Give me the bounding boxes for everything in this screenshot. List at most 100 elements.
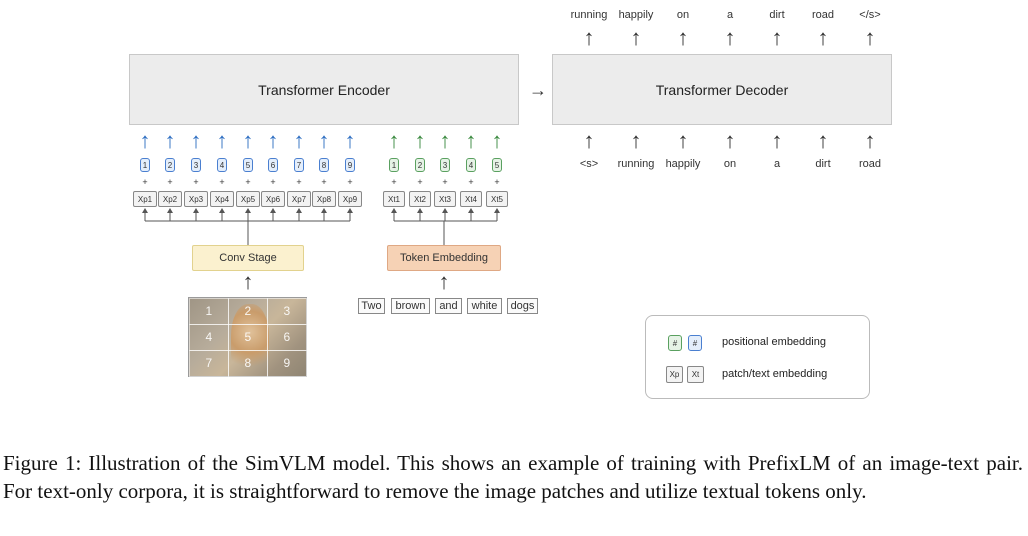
image-grid-cell: 2 — [228, 298, 268, 325]
connector-arrowhead — [270, 208, 276, 213]
image-encoder-arrow: ↑ — [318, 128, 330, 153]
image-patch-embedding: Xp8 — [312, 191, 336, 207]
image-encoder-arrow: ↑ — [293, 128, 305, 153]
image-to-conv-arrow: ↑ — [242, 269, 254, 294]
decoder-input-token: running — [617, 158, 655, 170]
decoder-input-token: dirt — [815, 158, 831, 170]
text-token-embedding: Xt3 — [434, 191, 456, 207]
plus-sign: + — [417, 177, 423, 187]
plus-sign: + — [347, 177, 353, 187]
image-grid-cell: 5 — [228, 324, 268, 351]
connector-arrowhead — [417, 208, 423, 213]
plus-sign: + — [142, 177, 148, 187]
text-positional-embedding: 4 — [466, 158, 476, 172]
input-word: and — [435, 298, 462, 314]
input-word: dogs — [507, 298, 538, 314]
transformer-decoder: Transformer Decoder — [552, 54, 892, 125]
conv-stage: Conv Stage — [192, 245, 304, 271]
decoder-output-arrow: ↑ — [583, 25, 595, 50]
image-positional-embedding: 6 — [268, 158, 278, 172]
image-positional-embedding: 4 — [217, 158, 227, 172]
connector-arrowhead — [193, 208, 199, 213]
token-embedding: Token Embedding — [387, 245, 501, 271]
image-patch-embedding: Xp7 — [287, 191, 311, 207]
decoder-input-arrow: ↑ — [817, 128, 829, 153]
plus-sign: + — [193, 177, 199, 187]
decoder-input-token: road — [858, 158, 882, 170]
image-patch-embedding: Xp6 — [261, 191, 285, 207]
decoder-output-token: happily — [618, 9, 654, 21]
connector-arrowhead — [321, 208, 327, 213]
legend-emb-patch: Xp — [666, 366, 683, 383]
image-encoder-arrow: ↑ — [267, 128, 279, 153]
decoder-output-token: on — [676, 9, 690, 21]
text-encoder-arrow: ↑ — [491, 128, 503, 153]
text-token-embedding: Xt4 — [460, 191, 482, 207]
input-word: Two — [358, 298, 385, 314]
image-encoder-arrow: ↑ — [190, 128, 202, 153]
plus-sign: + — [494, 177, 500, 187]
plus-sign: + — [442, 177, 448, 187]
decoder-output-arrow: ↑ — [771, 25, 783, 50]
encoder-to-decoder-arrow: → — [529, 80, 547, 100]
image-grid-cell: 9 — [267, 350, 307, 377]
connector-arrowhead — [494, 208, 500, 213]
connector-arrowhead — [296, 208, 302, 213]
connector-arrowhead — [468, 208, 474, 213]
text-token-embedding: Xt5 — [486, 191, 508, 207]
connector-arrowhead — [245, 208, 251, 213]
decoder-output-token: a — [726, 9, 734, 21]
decoder-input-arrow: ↑ — [771, 128, 783, 153]
decoder-output-token: road — [811, 9, 835, 21]
image-grid-cell: 4 — [189, 324, 229, 351]
connector-arrowhead — [442, 208, 448, 213]
image-encoder-arrow: ↑ — [139, 128, 151, 153]
text-positional-embedding: 1 — [389, 158, 399, 172]
image-grid-cell: 3 — [267, 298, 307, 325]
text-encoder-arrow: ↑ — [439, 128, 451, 153]
connector-arrowhead — [347, 208, 353, 213]
legend: # # positional embedding Xp Xt patch/tex… — [645, 315, 870, 399]
decoder-input-arrow: ↑ — [724, 128, 736, 153]
decoder-output-arrow: ↑ — [630, 25, 642, 50]
text-encoder-arrow: ↑ — [414, 128, 426, 153]
legend-pos-green: # — [668, 335, 682, 351]
image-positional-embedding: 2 — [165, 158, 175, 172]
text-positional-embedding: 2 — [415, 158, 425, 172]
image-encoder-arrow: ↑ — [216, 128, 228, 153]
input-word: brown — [391, 298, 430, 314]
image-encoder-arrow: ↑ — [344, 128, 356, 153]
decoder-input-token: <s> — [579, 158, 599, 170]
decoder-input-token: on — [723, 158, 737, 170]
decoder-output-arrow: ↑ — [817, 25, 829, 50]
transformer-encoder: Transformer Encoder — [129, 54, 519, 125]
decoder-output-token: dirt — [769, 9, 785, 21]
plus-sign: + — [468, 177, 474, 187]
connector-arrowhead — [219, 208, 225, 213]
decoder-input-arrow: ↑ — [864, 128, 876, 153]
image-patch-embedding: Xp2 — [158, 191, 182, 207]
text-token-embedding: Xt2 — [409, 191, 431, 207]
figure-caption: Figure 1: Illustration of the SimVLM mod… — [3, 451, 1023, 503]
connector-arrowhead — [142, 208, 148, 213]
plus-sign: + — [296, 177, 302, 187]
image-patch-embedding: Xp1 — [133, 191, 157, 207]
plus-sign: + — [167, 177, 173, 187]
image-positional-embedding: 8 — [319, 158, 329, 172]
image-grid-cell: 7 — [189, 350, 229, 377]
decoder-input-arrow: ↑ — [630, 128, 642, 153]
decoder-output-arrow: ↑ — [724, 25, 736, 50]
image-positional-embedding: 9 — [345, 158, 355, 172]
plus-sign: + — [321, 177, 327, 187]
text-positional-embedding: 3 — [440, 158, 450, 172]
image-positional-embedding: 3 — [191, 158, 201, 172]
legend-pos-blue: # — [688, 335, 702, 351]
image-positional-embedding: 7 — [294, 158, 304, 172]
legend-emb-text: Xt — [687, 366, 704, 383]
image-grid-cell: 6 — [267, 324, 307, 351]
connector-arrowhead — [391, 208, 397, 213]
plus-sign: + — [391, 177, 397, 187]
text-encoder-arrow: ↑ — [388, 128, 400, 153]
